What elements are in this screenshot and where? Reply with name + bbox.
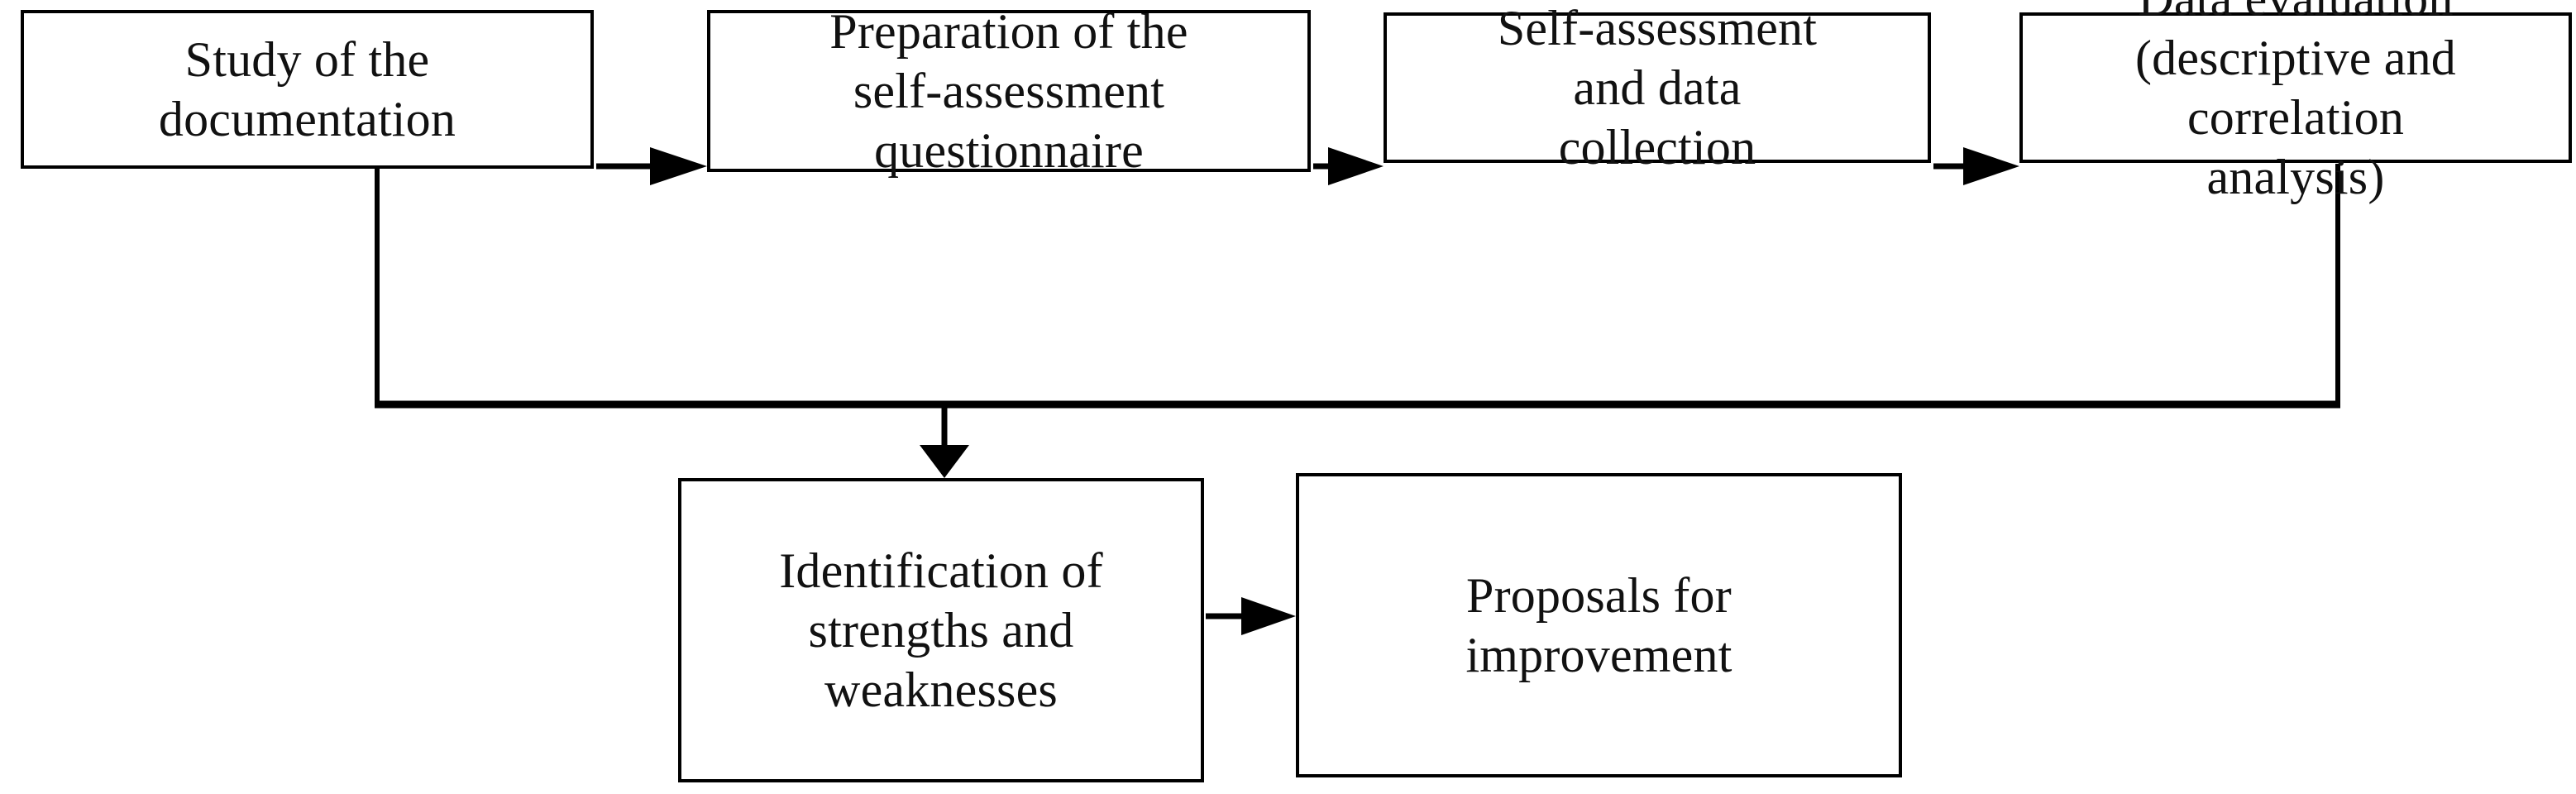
node-self-assessment-data-collection-label: Self-assessment and data collection (1497, 1, 1818, 175)
node-self-assessment-data-collection[interactable]: Self-assessment and data collection (1384, 1, 1931, 175)
node-study-documentation[interactable]: Study of the documentation (21, 10, 594, 169)
node-identification-strengths-weaknesses-label: Identification of strengths and weakness… (779, 543, 1103, 717)
edge-identification-to-proposals (1206, 597, 1296, 635)
edge-preparation-to-self-assessment (1313, 147, 1384, 185)
edge-self-assessment-to-data-evaluation (1933, 147, 2019, 185)
edge-study-to-preparation (596, 147, 707, 185)
node-identification-strengths-weaknesses[interactable]: Identification of strengths and weakness… (678, 478, 1204, 782)
node-data-evaluation-label: Data evaluation (descriptive and correla… (2134, 0, 2457, 204)
node-proposals-improvement[interactable]: Proposals for improvement (1296, 473, 1902, 777)
node-study-documentation-label: Study of the documentation (158, 32, 456, 146)
node-data-evaluation[interactable]: Data evaluation (descriptive and correla… (2019, 0, 2572, 204)
node-preparation-questionnaire-label: Preparation of the self-assessment quest… (829, 4, 1188, 178)
edge-bus-to-identification (920, 406, 969, 478)
node-proposals-improvement-label: Proposals for improvement (1465, 568, 1732, 682)
node-preparation-questionnaire[interactable]: Preparation of the self-assessment quest… (707, 4, 1311, 178)
